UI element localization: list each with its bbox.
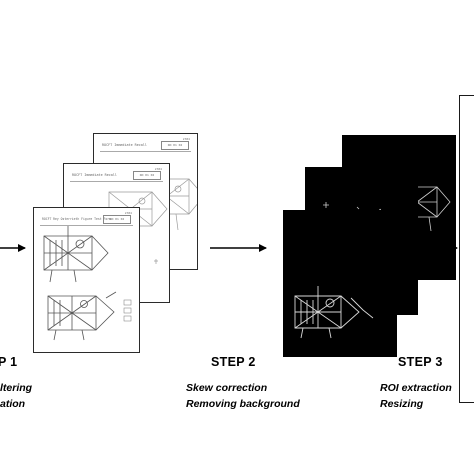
doc-tag: 2384 xyxy=(182,137,190,141)
step-2-line-1: Skew correction xyxy=(186,382,268,394)
doc-header: ROCFT Rey Osterrieth Figure Test Form xyxy=(42,217,111,221)
doc-box: NO 01 02 xyxy=(103,215,131,224)
panel-figure-sketch xyxy=(294,286,374,339)
doc-box: NO 01 02 xyxy=(133,171,161,180)
step-1-title: P 1 xyxy=(0,355,18,369)
step-2-description: Skew correction Removing background xyxy=(186,380,300,412)
step-2-title: STEP 2 xyxy=(211,355,256,369)
step-3-title: STEP 3 xyxy=(398,355,443,369)
doc-tag: 2384 xyxy=(124,211,132,215)
doc-header: ROCFT Immediate Recall xyxy=(72,173,117,177)
doc-header: ROCFT Immediate Recall xyxy=(102,143,147,147)
doc-box: NO 01 02 xyxy=(161,141,189,150)
step-2-line-2: Removing background xyxy=(186,398,300,410)
step-3-line-2: Resizing xyxy=(380,398,424,410)
step-1-line-2: ation xyxy=(0,398,26,410)
doc-rule xyxy=(70,181,163,182)
doc-figure-sketch xyxy=(43,226,132,341)
processed-image-front xyxy=(283,210,397,357)
step-3-line-1: ROI extraction xyxy=(380,382,452,394)
step-1-line-1: ltering xyxy=(0,382,33,394)
step-1-description: ltering ation xyxy=(0,380,32,412)
step-3-description: ROI extraction Resizing xyxy=(380,380,452,412)
doc-rule xyxy=(40,225,133,226)
next-stage-frame xyxy=(459,95,474,403)
doc-tag: 2384 xyxy=(154,167,162,171)
scan-document-front: 2384 ROCFT Rey Osterrieth Figure Test Fo… xyxy=(33,207,140,353)
doc-rule xyxy=(100,151,191,152)
